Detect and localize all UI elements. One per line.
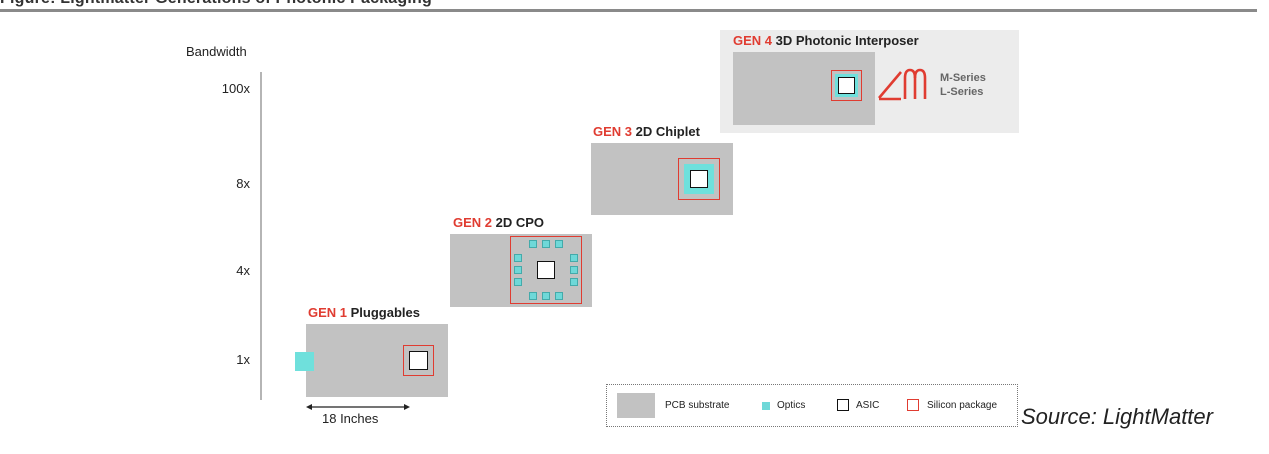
gen1-optics-module [295,352,314,371]
gen1-silicon-package [403,345,434,376]
gen4-name: 3D Photonic Interposer [775,33,919,48]
gen4-silicon-package [831,70,862,101]
tick-8x: 8x [236,176,250,191]
tick-4x: 4x [236,263,250,278]
gen2-silicon-package [510,236,582,304]
legend-label-optics: Optics [777,400,806,411]
gen2-optic [529,292,537,300]
axis-line [260,72,262,400]
tick-1x: 1x [236,352,250,367]
series-m: M-Series [940,72,986,84]
gen3-tag: GEN 3 [593,124,633,139]
gen1-label: GEN 1 Pluggables [308,305,420,320]
gen4-tag: GEN 4 [733,33,773,48]
legend-swatch-asic [837,399,849,411]
gen1-name: Pluggables [350,305,420,320]
legend-label-asic: ASIC [856,400,880,411]
gen2-optic [514,266,522,274]
gen2-optic [570,278,578,286]
gen3-name: 2D Chiplet [635,124,700,139]
gen2-tag: GEN 2 [453,215,493,230]
legend-swatch-pcb [617,393,655,418]
gen4-label: GEN 4 3D Photonic Interposer [733,33,919,48]
gen4-asic [838,77,855,94]
gen3-label: GEN 3 2D Chiplet [593,124,700,139]
gen2-optic [542,292,550,300]
gen1-tag: GEN 1 [308,305,348,320]
gen2-name: 2D CPO [495,215,545,230]
gen4-series-list: M-Series L-Series [940,71,986,99]
lightmatter-logo-icon [878,68,927,101]
gen2-optic [542,240,550,248]
tick-100x: 100x [221,81,250,96]
gen2-optic [514,254,522,262]
figure-title-text: Figure: Lightmatter Generations of Photo… [0,0,640,8]
gen2-asic [537,261,555,279]
dimension-arrow [306,404,410,410]
gen2-label: GEN 2 2D CPO [453,215,544,230]
legend-label-pcb: PCB substrate [665,400,730,411]
gen1-asic [409,351,428,370]
gen2-optic [555,240,563,248]
legend-label-silicon-package: Silicon package [927,400,998,411]
legend: PCB substrate Optics ASIC Silicon packag… [606,384,1018,427]
axis-title: Bandwidth [186,44,247,59]
legend-swatch-silicon-package [907,399,919,411]
gen2-optic [514,278,522,286]
gen2-optic [570,266,578,274]
dimension-label: 18 Inches [322,411,379,426]
header-rule [0,9,1257,12]
gen3-silicon-package [678,158,720,200]
legend-swatch-optics [762,402,770,410]
series-l: L-Series [940,86,984,98]
source-credit: Source: LightMatter [1021,404,1213,429]
gen2-optic [570,254,578,262]
gen2-optic [555,292,563,300]
gen2-optic [529,240,537,248]
gen3-asic [690,170,708,188]
figure-title: Figure: Lightmatter Generations of Photo… [0,0,640,9]
